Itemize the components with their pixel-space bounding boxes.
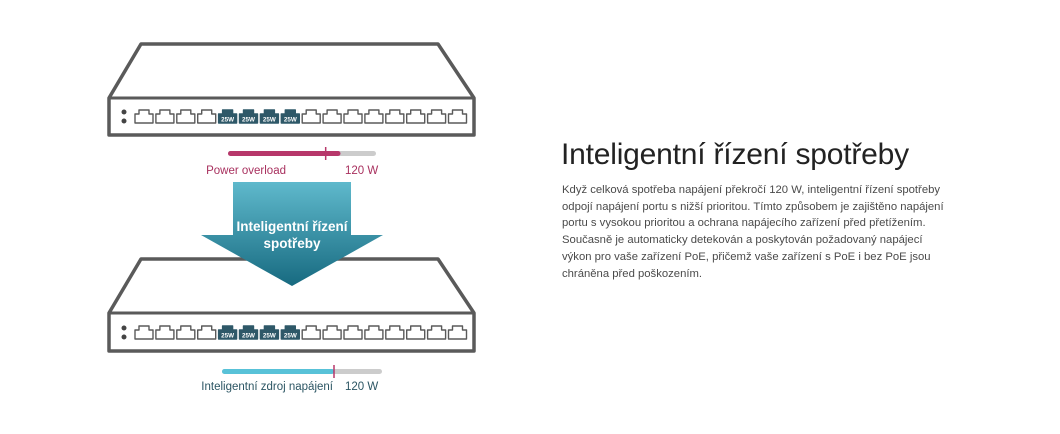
description-line: odpojí napájení portu s nižší prioritou.… [562,200,944,213]
description-line: portu s vysokou prioritou a ochrana napá… [562,217,926,230]
section-heading: Inteligentní řízení spotřeby [561,138,909,171]
bottom-power-bar-fill [222,369,334,374]
bottom-port [447,325,468,340]
top-power-label: Power overload [206,165,286,177]
arrow-title-line2: spotřeby [263,236,321,251]
bottom-port [385,325,405,340]
bottom-port [343,325,363,340]
top-port [343,109,363,124]
top-led-icon [121,118,127,124]
top-poe-label: 25W [284,116,297,123]
top-led-icon [121,109,127,115]
bottom-port [134,325,154,340]
bottom-power-label: Inteligentní zdroj napájení [201,381,334,393]
bottom-poe-label: 25W [284,332,297,339]
bottom-poe-port: 25W [217,325,238,340]
bottom-poe-label: 25W [263,332,276,339]
top-poe-port: 25W [259,109,280,124]
top-poe-port: 25W [280,109,300,124]
top-port [426,109,447,124]
top-power-bar: Power overload 120 W [206,147,378,177]
bottom-poe-port: 25W [280,325,300,340]
description-line: chráněna před poškozením. [562,267,703,280]
bottom-port [322,325,342,340]
top-port [134,109,154,124]
bottom-port [364,325,384,340]
top-port [176,109,196,124]
bottom-switch: 25W 25W 25W 25W [107,257,476,353]
top-poe-port: 25W [217,109,238,124]
top-port [197,109,217,124]
top-port [155,109,175,124]
top-port [385,109,405,124]
top-port [447,109,468,124]
top-power-bar-fill [228,151,341,156]
bottom-led-icon [121,325,127,331]
bottom-poe-port: 25W [259,325,280,340]
bottom-led-icon [121,334,127,340]
top-poe-label: 25W [242,116,255,123]
top-port [364,109,384,124]
bottom-poe-label: 25W [221,332,234,339]
top-port [406,109,426,124]
top-poe-port: 25W [238,109,259,124]
bottom-port [197,325,217,340]
bottom-port [301,325,321,340]
description-line: výkon pro vaše zařízení PoE, přičemž vaš… [562,250,931,263]
top-port-row: 25W 25W 25W 25W [134,109,468,124]
bottom-power-value: 120 W [345,381,378,393]
down-arrow-icon [201,182,383,286]
description: Když celková spotřeba napájení překročí … [562,182,944,282]
bottom-port [406,325,426,340]
bottom-power-bar: Inteligentní zdroj napájení 120 W [201,365,382,393]
bottom-poe-port: 25W [238,325,259,340]
arrow-title-line1: Inteligentní řízení [236,219,348,234]
bottom-port [155,325,175,340]
bottom-port-row: 25W 25W 25W 25W [134,325,468,340]
top-port [322,109,342,124]
arrow-callout: Inteligentní řízení spotřeby [201,182,383,286]
top-power-value: 120 W [345,165,378,177]
top-poe-label: 25W [263,116,276,123]
bottom-port [176,325,196,340]
description-line: Když celková spotřeba napájení překročí … [562,184,941,196]
description-line: Současně je automaticky detekován a posk… [562,234,923,247]
top-port [301,109,321,124]
bottom-poe-label: 25W [242,332,255,339]
top-poe-label: 25W [221,116,234,123]
top-switch: 25W 25W 25W 25W [107,42,476,137]
bottom-port [426,325,447,340]
